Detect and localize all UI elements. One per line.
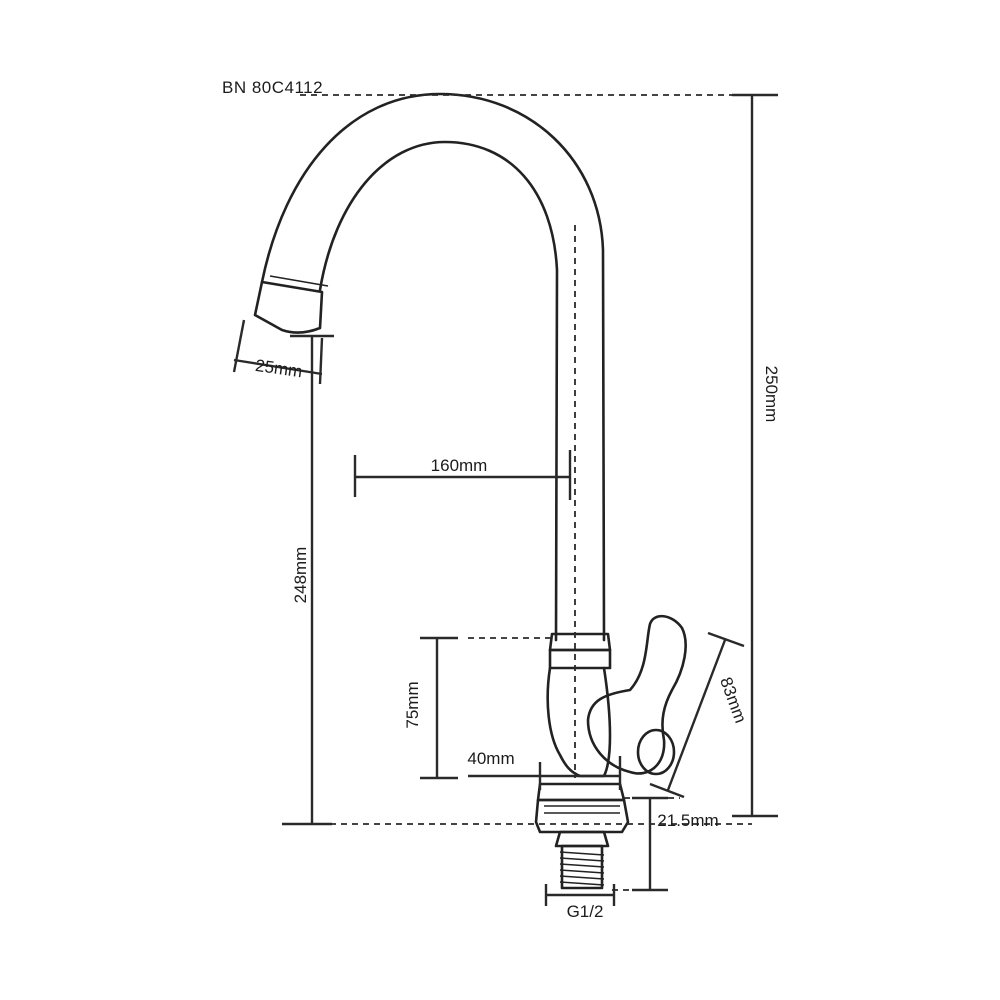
label-thread-size: G1/2 (567, 902, 604, 921)
dim-thread-size (544, 884, 616, 906)
dim-handle-length (649, 631, 745, 799)
dim-thread-length (632, 796, 668, 892)
spout-inner-curve (318, 140, 559, 642)
label-body-width: 40mm (467, 749, 514, 768)
aerator-tip (253, 280, 324, 334)
label-body-height: 75mm (403, 681, 422, 728)
dim-body-height (420, 636, 458, 780)
label-spout-reach: 160mm (431, 456, 488, 475)
label-thread-length: 21.5mm (657, 811, 718, 830)
label-total-height: 250mm (762, 366, 781, 423)
spout-outer-curve (260, 92, 606, 642)
model-code: BN 80C4112 (222, 78, 323, 97)
threaded-shank (560, 844, 604, 890)
label-spout-height: 248mm (291, 547, 310, 604)
lever-handle (586, 614, 687, 775)
label-outlet-diameter: 25mm (254, 356, 303, 381)
body-collar (548, 632, 612, 652)
body-collar-band (548, 648, 612, 670)
thread-lines (559, 851, 605, 886)
dim-body-width (468, 756, 622, 790)
lever-hub (636, 728, 676, 776)
extension-lines (300, 94, 752, 891)
dim-outlet-diameter (232, 319, 324, 385)
faucet-outline (253, 92, 687, 890)
aerator-ring (269, 275, 329, 287)
dim-total-height (732, 93, 778, 818)
valve-body (546, 666, 612, 778)
flange (554, 830, 610, 848)
base-nut (534, 798, 630, 834)
label-handle-length: 83mm (716, 675, 750, 726)
dim-spout-reach (353, 450, 572, 500)
base-nut-top (536, 782, 626, 802)
dim-spout-height (282, 334, 334, 826)
